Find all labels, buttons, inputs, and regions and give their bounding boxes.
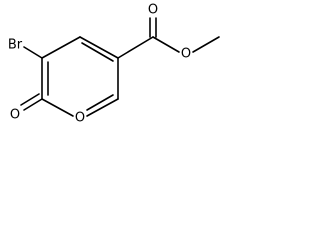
- atom-ester-carbonyl-oxygen: O: [148, 3, 158, 18]
- bond-c3-br: [23, 46, 43, 59]
- bond-ester-carbon-o: [152, 36, 180, 53]
- atom-ring-oxygen: O: [75, 111, 85, 126]
- atom-ester-oxygen: O: [181, 47, 191, 62]
- bond-o1-c2: [41, 98, 74, 117]
- bond-c2-o-carbonyl-double: [20, 93, 40, 106]
- bond-c4-c5: [79, 36, 119, 59]
- atom-lactone-carbonyl-oxygen: O: [10, 108, 20, 123]
- bond-c5-ester-carbon: [117, 36, 154, 59]
- bond-c6-o1-inner: [86, 94, 114, 111]
- molecule-structure: Br O O O O: [8, 3, 220, 126]
- atom-bromine: Br: [8, 38, 23, 53]
- molecule-canvas: Br O O O O: [0, 0, 226, 138]
- bond-c6-o1: [86, 98, 119, 117]
- bond-c3-c4: [41, 36, 81, 59]
- bond-c4-c5-double: [81, 42, 114, 62]
- bond-c2-o-carbonyl: [23, 98, 43, 111]
- bond-o-methyl: [192, 36, 220, 53]
